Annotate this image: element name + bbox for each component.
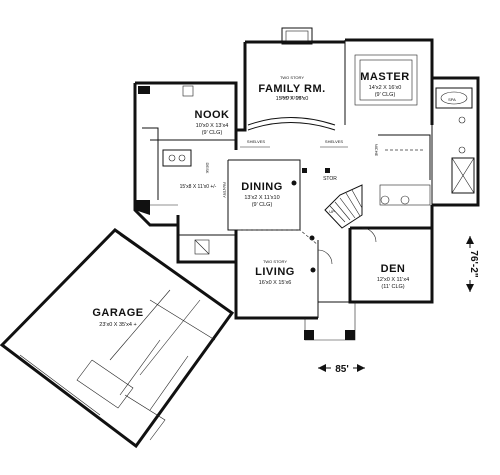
nook-ceiling: (9' CLG) <box>202 130 223 136</box>
dimension-width <box>318 361 365 375</box>
kitchen-dims: 15'x8 X 11'x0 +/- <box>180 184 217 190</box>
den-label: DEN <box>381 263 406 275</box>
house-outline <box>133 38 480 341</box>
depth-dimension-label: 76'-2" <box>468 250 479 277</box>
garage-dims: 23'x0 X 35'x4 + <box>99 322 136 328</box>
master-dims: 14'x2 X 16'x0 <box>369 85 402 91</box>
living-dims: 16'x0 X 15'x6 <box>259 280 292 286</box>
staircase <box>324 184 363 229</box>
living-label: LIVING <box>255 266 295 278</box>
living-subtitle: TWO STORY <box>263 259 287 264</box>
stair-up-label: UP <box>329 209 335 214</box>
desk-label: DESK <box>205 163 210 174</box>
family-dims: 15'x0 X 16'x0 <box>276 96 309 102</box>
master-label: MASTER <box>360 71 409 83</box>
nook-label: NOOK <box>195 109 230 121</box>
shelves-right-label: SHELVES <box>325 139 343 144</box>
stor-label: STOR <box>323 176 337 182</box>
dining-dims: 13'x2 X 11'x10 <box>244 195 279 201</box>
garage-label: GARAGE <box>92 307 143 319</box>
family-subtitle-text: TWO STORY <box>280 75 304 80</box>
niche-label: NICHE <box>374 144 379 157</box>
dining-label: DINING <box>241 181 283 193</box>
garage-area <box>0 228 235 449</box>
shelves-left-label: SHELVES <box>247 139 265 144</box>
family-room-label: FAMILY RM. <box>258 83 325 95</box>
family-subtitle: TWO STORY <box>280 95 304 100</box>
nook-dims: 10'x0 X 13'x4 <box>196 123 229 129</box>
dining-ceiling: (9' CLG) <box>252 202 273 208</box>
width-dimension-label: 85' <box>335 364 349 375</box>
den-dims: 12'x0 X 11'x4 <box>377 277 409 283</box>
master-ceiling: (9' CLG) <box>375 92 396 98</box>
dimension-depth <box>463 236 479 292</box>
spa-label: SPA <box>448 97 456 102</box>
den-ceiling: (11' CLG) <box>381 284 404 290</box>
plan-details <box>135 27 475 303</box>
pantry-label: PANTRY <box>222 182 227 198</box>
